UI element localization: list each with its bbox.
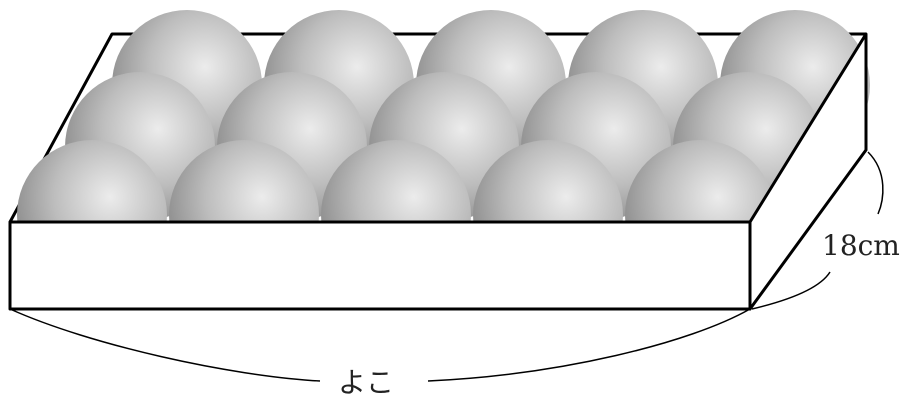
box-body bbox=[8, 32, 868, 311]
box-front-face bbox=[8, 220, 752, 311]
depth-dimension-arc-lower bbox=[751, 271, 831, 310]
width-dimension-arc-right bbox=[427, 308, 751, 382]
depth-dimension-arc bbox=[867, 151, 884, 215]
width-dimension-arc-left bbox=[9, 308, 321, 382]
depth-label: 18cm bbox=[822, 229, 900, 262]
width-label: よこ bbox=[338, 366, 394, 399]
